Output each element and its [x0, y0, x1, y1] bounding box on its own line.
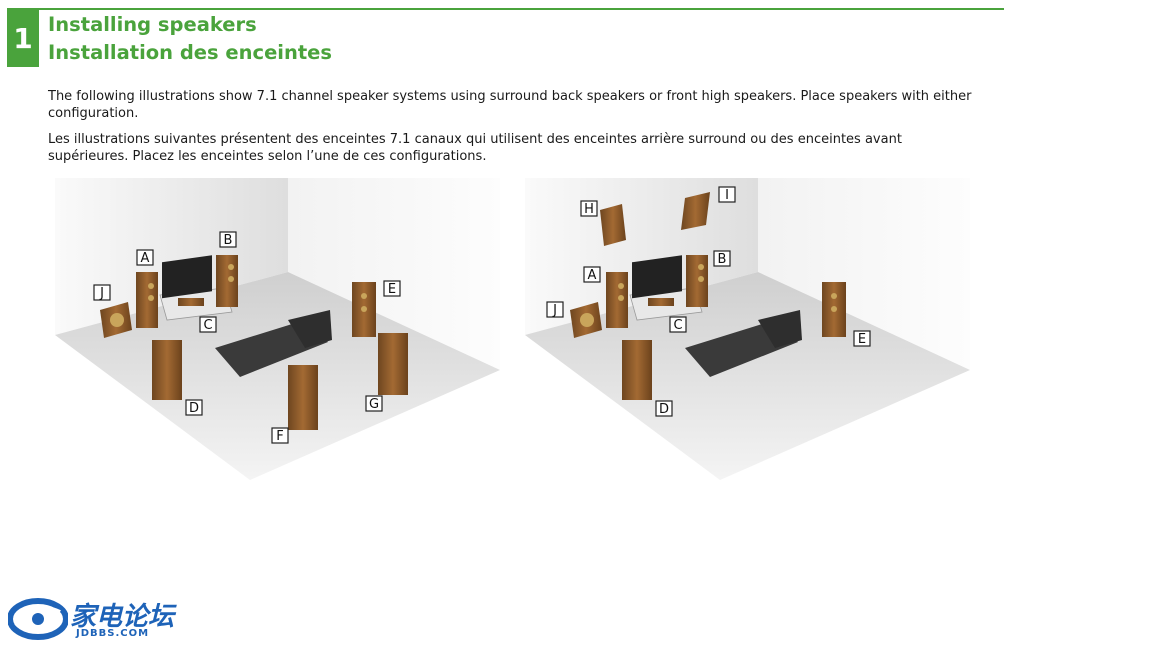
label-c: C: [669, 316, 687, 333]
label-j: J: [546, 301, 564, 318]
label-e: E: [853, 330, 871, 347]
section-title-english: Installing speakers: [48, 13, 257, 36]
speaker-g: [378, 333, 408, 395]
center-speaker-c: [178, 298, 204, 306]
svg-text:B: B: [718, 252, 727, 267]
paragraph-french: Les illustrations suivantes présentent d…: [48, 132, 902, 164]
label-d: D: [655, 400, 673, 417]
illustration-front-high-config: A B C D E H I J: [525, 178, 970, 480]
label-g: G: [365, 395, 383, 412]
svg-text:J: J: [552, 303, 557, 318]
label-e: E: [383, 280, 401, 297]
label-a: A: [583, 266, 601, 283]
speaker-b: [686, 255, 708, 307]
label-a: A: [136, 249, 154, 266]
svg-text:B: B: [224, 233, 233, 248]
svg-text:D: D: [659, 402, 669, 417]
svg-text:A: A: [141, 251, 150, 266]
speaker-i: [681, 192, 710, 230]
label-d: D: [185, 399, 203, 416]
speaker-d: [152, 340, 182, 400]
label-h: H: [580, 200, 598, 217]
svg-text:E: E: [388, 282, 396, 297]
swirl-logo-icon: [8, 598, 68, 640]
label-j: J: [93, 284, 111, 301]
svg-text:C: C: [673, 318, 682, 333]
svg-text:C: C: [203, 318, 212, 333]
logo-brand-url: JDBBS.COM: [76, 628, 150, 639]
label-b: B: [219, 231, 237, 248]
section-title-french: Installation des enceintes: [48, 41, 333, 64]
speaker-d: [622, 340, 652, 400]
label-f: F: [271, 427, 289, 444]
center-speaker-c: [648, 298, 674, 306]
paragraph-english: The following illustrations show 7.1 cha…: [48, 89, 972, 121]
svg-text:A: A: [588, 268, 597, 283]
illustration-surround-back-config: A B C D E F G J: [55, 178, 500, 480]
svg-text:J: J: [99, 286, 104, 301]
svg-text:D: D: [189, 401, 199, 416]
svg-text:F: F: [276, 429, 283, 444]
speaker-b: [216, 255, 238, 307]
speaker-a: [136, 272, 158, 328]
step-number-badge: 1: [7, 10, 39, 67]
speaker-a: [606, 272, 628, 328]
svg-text:I: I: [725, 188, 729, 203]
header-rule: [7, 8, 1004, 10]
label-i: I: [718, 186, 736, 203]
speaker-h: [600, 204, 626, 246]
label-c: C: [199, 316, 217, 333]
logo-brand-cn: 家电论坛: [70, 602, 175, 632]
jdbbs-watermark-logo: 家电论坛 JDBBS.COM: [8, 596, 188, 642]
label-b: B: [713, 250, 731, 267]
speaker-f: [288, 365, 318, 430]
svg-text:G: G: [369, 397, 379, 412]
svg-text:E: E: [858, 332, 866, 347]
svg-text:H: H: [584, 202, 594, 217]
